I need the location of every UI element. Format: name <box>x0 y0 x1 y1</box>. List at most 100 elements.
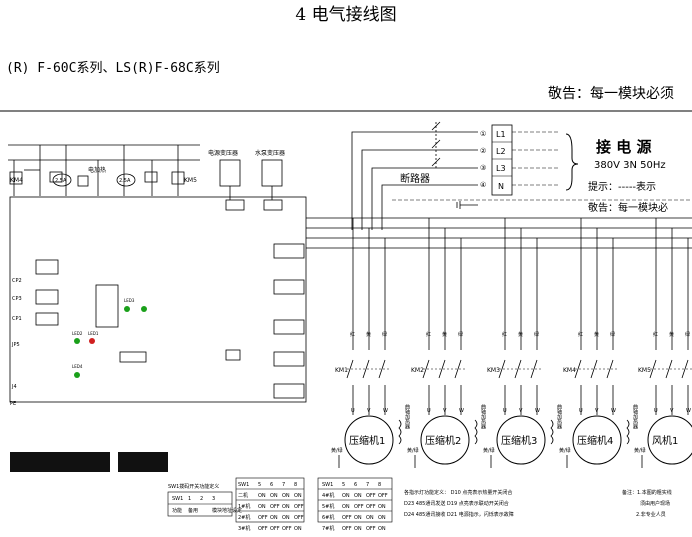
remark-2: 须由用户现场 <box>640 500 670 507</box>
module-table-cell: OFF <box>294 504 304 510</box>
contactor-label: KM3 <box>487 367 500 374</box>
terminal-strip <box>10 452 168 472</box>
wire-color-label: 绿 <box>382 331 387 338</box>
led-label-3: LED3 <box>124 298 135 303</box>
switch-table-header: 3 <box>212 496 215 502</box>
module-table-cell: OFF <box>366 526 376 532</box>
contact-switch <box>606 359 614 379</box>
board-label-cp2: CP2 <box>12 278 22 284</box>
switch-table-cell: 功能 <box>172 507 182 514</box>
module-table-cell: ON <box>378 504 386 510</box>
fuse-label-1: 2.5A <box>55 178 67 184</box>
contact-switch <box>378 359 386 379</box>
wire-color-label: 红 <box>653 331 658 338</box>
module-table-cell: OFF <box>354 504 364 510</box>
compressor-name: 压缩机4 <box>577 434 613 447</box>
module-table-header: 6 <box>270 482 273 488</box>
transformer-label-2: 水泵变压器 <box>255 149 285 157</box>
compressor-units: 红U黄V绿WKM1压缩机1曲轴加热器黄/绿红U黄V绿WKM2压缩机2曲轴加热器黄… <box>331 218 692 468</box>
led-note-2: D23 485通讯发送 D19 点亮表示联动开关闭合 <box>404 500 509 507</box>
terminal-label-l3: L3 <box>496 164 506 173</box>
module-table-cell: OFF <box>258 526 268 532</box>
module-table-cell: ON <box>258 493 266 499</box>
module-table-cell: OFF <box>258 515 268 521</box>
model-series-subtitle: (R) F-60C系列、LS(R)F-68C系列 <box>6 61 220 76</box>
led-red-1 <box>89 338 95 344</box>
heater-label: 电加热 <box>88 166 106 174</box>
wire-color-label: 黄 <box>518 331 523 338</box>
heater-label: 曲轴加热器 <box>556 403 562 430</box>
module-table-cell: OFF <box>366 504 376 510</box>
power-transformer <box>219 159 283 211</box>
page-title: 4 电气接线图 <box>295 5 397 25</box>
phase-label: W <box>459 408 464 414</box>
phase-label: U <box>654 408 658 414</box>
contact-switch <box>362 359 370 379</box>
compressor-name: 压缩机3 <box>501 434 537 447</box>
switch-table-header: SW1 <box>172 496 183 502</box>
led-label-4: LED4 <box>72 364 83 369</box>
phase-label: U <box>351 408 355 414</box>
compressor-motor-symbol <box>647 415 692 465</box>
module-table-cell: OFF <box>270 504 280 510</box>
wire-color-label: 红 <box>502 331 507 338</box>
module-table-header: 7 <box>366 482 369 488</box>
module-table-cell: ON <box>282 515 290 521</box>
power-hint: 提示：-----表示 <box>588 180 656 193</box>
km5-label: KM5 <box>184 177 197 184</box>
contact-switch <box>514 359 522 379</box>
wire-color-label: 绿 <box>534 331 539 338</box>
phase-label: V <box>595 408 599 414</box>
remark-1: 备注：1.本图的粗实线 <box>622 489 672 496</box>
wire-color-label: 红 <box>426 331 431 338</box>
terminal-num-4: ④ <box>480 181 486 189</box>
module-table-cell: OFF <box>294 515 304 521</box>
phase-label: V <box>367 408 371 414</box>
led-green-3 <box>74 338 80 344</box>
contact-switch <box>590 359 598 379</box>
contact-switch <box>454 359 462 379</box>
module-table-cell: OFF <box>342 515 352 521</box>
top-left-wiring <box>8 144 200 196</box>
module-table-header: SW1 <box>322 482 333 488</box>
board-label-pe: PE <box>10 401 16 407</box>
heater-coil <box>398 419 402 445</box>
module-table-cell: ON <box>294 493 302 499</box>
led-note-1: 各指示灯功能定义： D10 点亮表示热量开关闭合 <box>404 489 512 496</box>
wire-color-label: 黄 <box>366 331 371 338</box>
module-table-header: 6 <box>354 482 357 488</box>
heater-coil <box>550 419 554 445</box>
module-table-cell: OFF <box>270 526 280 532</box>
power-title: 接 电 源 <box>596 138 651 156</box>
led-green-2 <box>141 306 147 312</box>
module-table-cell: ON <box>354 526 362 532</box>
ground-label: 黄/绿 <box>331 447 343 454</box>
power-spec: 380V 3N 50Hz <box>594 160 666 171</box>
phase-label: W <box>686 408 691 414</box>
switch-table-cell: 备用 <box>188 507 198 514</box>
phase-label: U <box>503 408 507 414</box>
compressor-name: 压缩机1 <box>349 434 385 447</box>
module-table-cell: ON <box>258 504 266 510</box>
heater-label: 曲轴加热器 <box>404 403 410 430</box>
module-table-cell: ON <box>270 515 278 521</box>
transformer-label-1: 电源变压器 <box>208 149 238 157</box>
led-label-1: LED1 <box>88 331 99 336</box>
phase-label: W <box>611 408 616 414</box>
wire-color-label: 绿 <box>610 331 615 338</box>
module-table-cell: ON <box>342 504 350 510</box>
board-label-j4: J4 <box>11 384 17 390</box>
phase-label: V <box>519 408 523 414</box>
heater-coil <box>626 419 630 445</box>
module-table-cell: ON <box>366 515 374 521</box>
power-terminal-block: L1 L2 L3 N ① ② ③ ④ <box>480 124 513 196</box>
contact-switch <box>530 359 538 379</box>
heater-label: 曲轴加热器 <box>632 403 638 430</box>
contact-switch <box>649 359 657 379</box>
